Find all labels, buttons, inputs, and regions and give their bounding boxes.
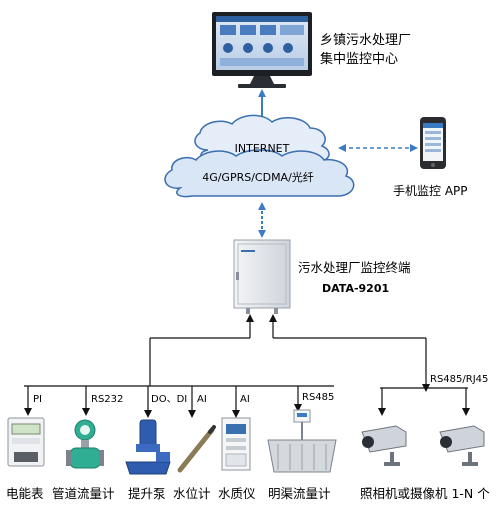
monitor-icon — [212, 12, 312, 88]
terminal-model: DATA-9201 — [322, 282, 389, 295]
camera-icon — [361, 425, 407, 466]
interface-ai-2: AI — [240, 394, 250, 405]
interface-rs232: RS232 — [91, 394, 123, 405]
center-title-line1: 乡镇污水处理厂 — [320, 33, 411, 48]
water-quality-analyzer-icon — [221, 417, 251, 471]
interface-ai-1: AI — [197, 394, 207, 405]
lift-pump-icon — [125, 419, 171, 475]
open-channel-flowmeter-icon — [267, 409, 337, 473]
pipe-flowmeter-icon — [66, 419, 104, 469]
device-label-lift-pump: 提升泵 — [128, 486, 166, 501]
interface-rs485: RS485 — [302, 392, 334, 403]
level-gauge-icon — [177, 425, 216, 473]
device-label-energy-meter: 电能表 — [6, 486, 44, 501]
wiring — [24, 314, 470, 418]
cameras-label: 照相机或摄像机 1-N 个 — [360, 486, 490, 501]
terminal-name: 污水处理厂监控终端 — [298, 260, 411, 275]
center-title-line2: 集中监控中心 — [320, 51, 398, 67]
device-label-level-gauge: 水位计 — [173, 486, 211, 501]
device-label-pipe-flowmeter: 管道流量计 — [52, 486, 115, 501]
device-label-open-channel: 明渠流量计 — [268, 486, 331, 501]
control-cabinet-icon — [233, 239, 291, 314]
energy-meter-icon — [7, 417, 45, 467]
interface-do-di: DO、DI — [151, 394, 187, 405]
internet-cloud-icon — [164, 114, 355, 198]
camera-icon — [439, 425, 485, 466]
device-label-water-quality: 水质仪 — [218, 486, 256, 501]
cloud-network-label: 4G/GPRS/CDMA/光纤 — [202, 170, 314, 184]
phone-icon — [420, 117, 446, 169]
app-label: 手机监控 APP — [393, 184, 468, 198]
interface-pi: PI — [33, 394, 42, 405]
interface-rs485-rj45: RS485/RJ45 — [430, 374, 488, 385]
cloud-internet-label: INTERNET — [235, 142, 290, 155]
